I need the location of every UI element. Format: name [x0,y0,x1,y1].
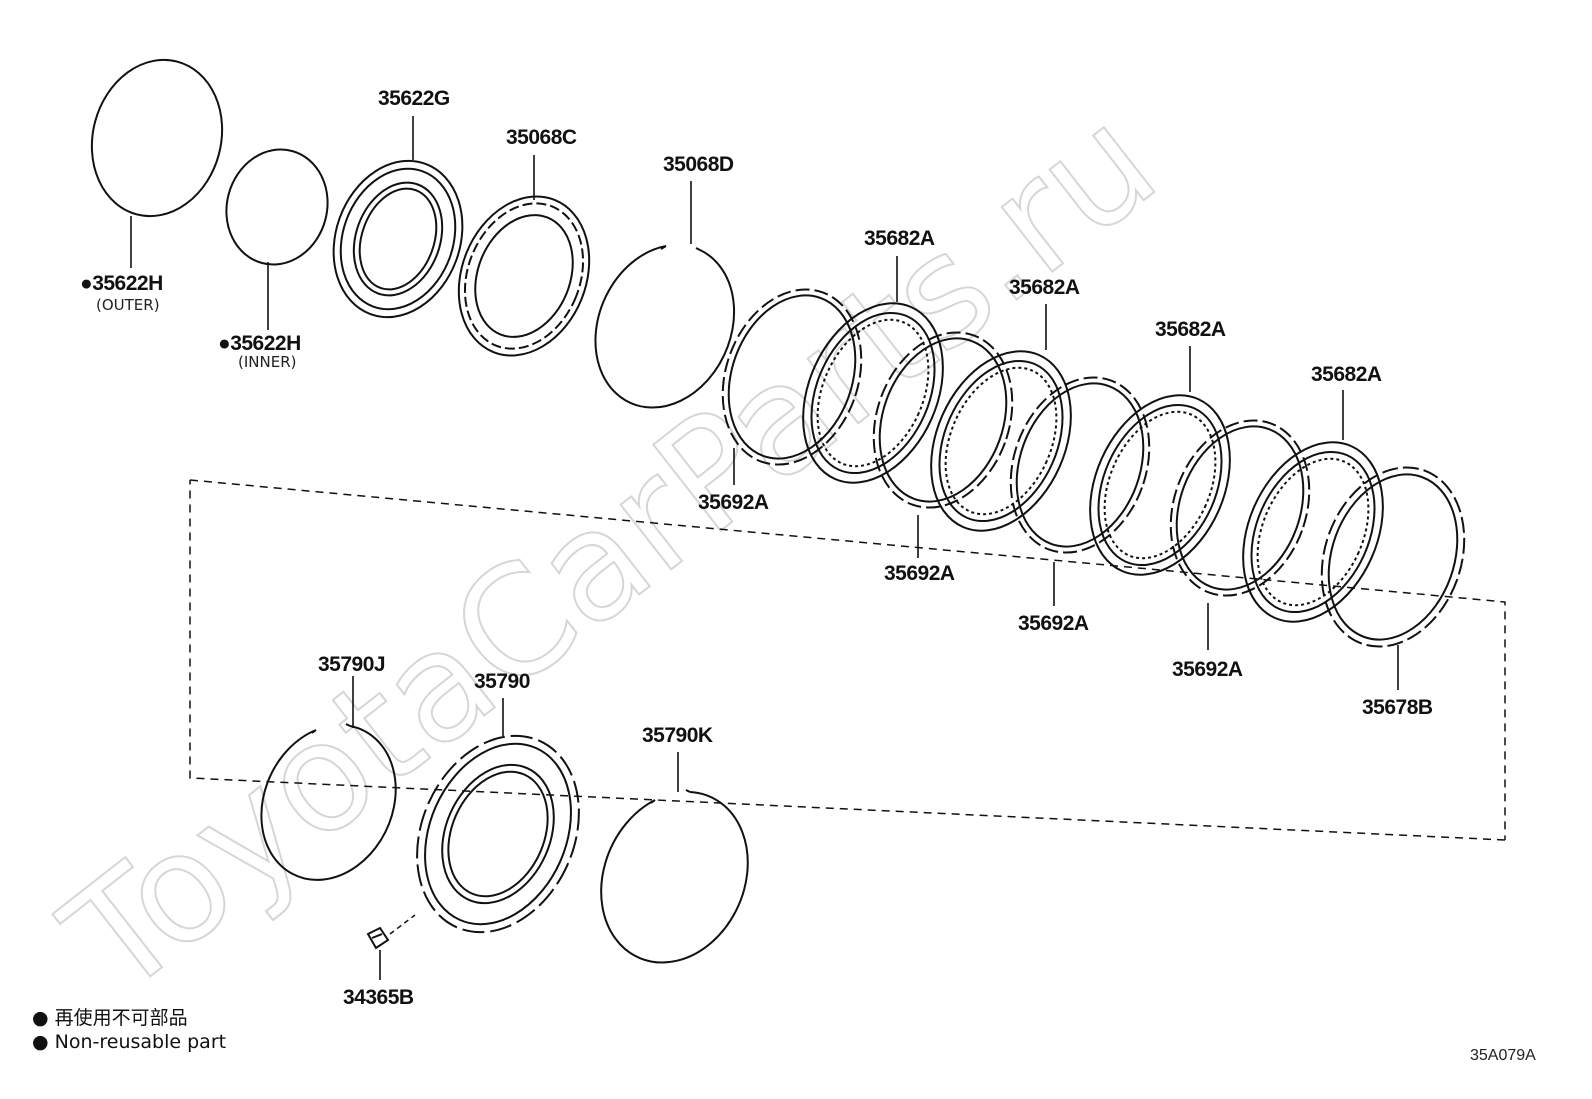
label-35682a-2[interactable]: 35682A [1009,276,1080,299]
label-35622g[interactable]: 35622G [378,87,450,110]
legend-item-en: ● Non-reusable part [32,1031,226,1053]
spring-retainer-35068c[interactable] [436,177,612,376]
clutch-plate-2[interactable] [850,313,1036,527]
label-35622h-inner[interactable]: ●35622H [218,332,301,355]
label-35692a-3[interactable]: 35692A [1018,612,1089,635]
piston-35622g[interactable] [312,143,483,336]
clip-34365b[interactable] [366,926,390,950]
label-35068d[interactable]: 35068D [663,153,734,176]
note-outer: (OUTER) [96,296,160,314]
o-ring-outer[interactable] [75,45,240,231]
clutch-disc-1[interactable] [776,281,969,505]
clutch-plate-4[interactable] [1147,401,1333,615]
clutch-plate-1[interactable] [699,270,885,484]
label-35682a-4[interactable]: 35682A [1311,363,1382,386]
legend: ● 再使用不可部品 ● Non-reusable part [32,1007,226,1053]
snap-ring-35068d[interactable] [594,245,735,409]
label-35678b[interactable]: 35678B [1362,696,1433,719]
label-35692a-4[interactable]: 35692A [1172,658,1243,681]
retainer-35790[interactable] [387,710,609,958]
label-35682a-1[interactable]: 35682A [864,227,935,250]
flange-plate-35678b[interactable] [1298,447,1489,666]
clutch-disc-3[interactable] [1063,373,1256,597]
o-ring-inner[interactable] [214,138,341,276]
leader-lines [130,116,1399,980]
label-34365b[interactable]: 34365B [343,986,414,1009]
assembly-outline [189,479,1506,841]
label-35790[interactable]: 35790 [474,670,530,693]
label-35692a-1[interactable]: 35692A [698,491,769,514]
snap-ring-35790j[interactable] [260,723,397,881]
watermark: ToyotaCarParts.ru [34,75,1187,1029]
clutch-disc-4[interactable] [1216,420,1409,644]
note-inner: (INNER) [238,353,296,371]
diagram-code: 35A079A [1470,1047,1536,1064]
legend-item-ja: ● 再使用不可部品 [32,1007,188,1029]
label-35692a-2[interactable]: 35692A [884,562,955,585]
clutch-disc-2[interactable] [904,329,1097,553]
label-35068c[interactable]: 35068C [506,126,577,149]
label-35790k[interactable]: 35790K [642,724,713,747]
clutch-plate-3[interactable] [987,358,1173,572]
label-35790j[interactable]: 35790J [318,653,386,676]
label-35682a-3[interactable]: 35682A [1155,318,1226,341]
label-35622h-outer[interactable]: ●35622H [80,272,163,295]
snap-ring-35790k[interactable] [600,789,749,964]
